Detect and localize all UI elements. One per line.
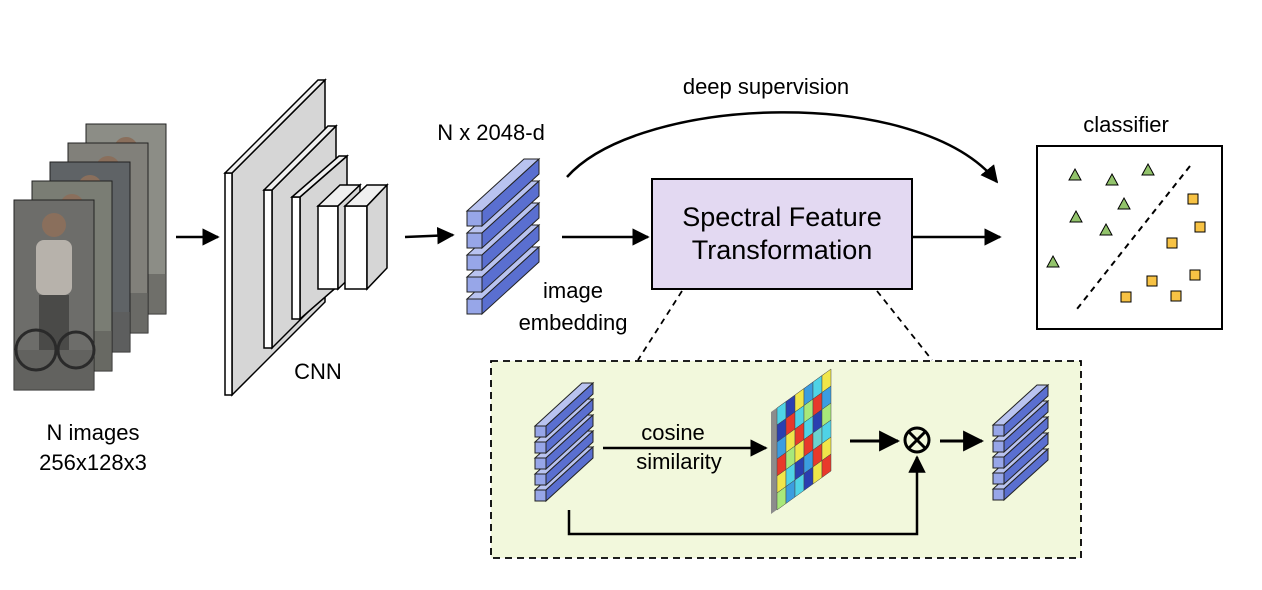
class-b-points <box>1120 193 1206 303</box>
class-b-point <box>1166 237 1178 249</box>
class-a-point <box>1141 162 1155 176</box>
sft-label-line1: Spectral Feature <box>682 202 882 232</box>
detail-connector-right <box>876 290 933 361</box>
feature-vector-bar <box>533 381 595 439</box>
embedding-stack <box>465 157 541 316</box>
class-a-point <box>1117 196 1131 210</box>
cosine-label: cosine <box>641 420 705 445</box>
class-a-points <box>1046 162 1155 268</box>
sft-label-line2: Transformation <box>692 235 873 265</box>
detail-output-stack <box>991 383 1050 502</box>
class-b-point <box>1187 193 1199 205</box>
input-image <box>13 199 96 391</box>
similarity-label: similarity <box>636 449 722 474</box>
detail-connector-left <box>637 290 683 361</box>
class-a-point <box>1046 254 1060 268</box>
class-b-point <box>1120 291 1132 303</box>
class-b-point <box>1194 221 1206 233</box>
deep-supervision-arrow <box>566 111 999 184</box>
class-b-point <box>1170 290 1182 302</box>
sft-box <box>651 178 913 290</box>
detail-input-stack <box>533 381 595 503</box>
decision-boundary <box>1076 165 1191 310</box>
embedding-label-line2: embedding <box>519 310 628 335</box>
input-size-label: 256x128x3 <box>39 450 147 475</box>
class-a-point <box>1068 167 1082 181</box>
skip-connection <box>567 455 926 536</box>
classifier-label: classifier <box>1083 112 1169 137</box>
cnn-backbone <box>223 78 389 397</box>
embedding-label-line1: image <box>543 278 603 303</box>
multiply-op-x2 <box>907 430 927 450</box>
class-a-point <box>1105 172 1119 186</box>
class-a-point <box>1099 222 1113 236</box>
class-b-point <box>1189 269 1201 281</box>
embedding-dim-label: N x 2048-d <box>437 120 545 145</box>
multiply-op-circle <box>903 426 931 454</box>
input-image-stack <box>13 123 167 391</box>
arrow-cnn-to-embedding <box>404 226 455 245</box>
cnn-label: CNN <box>294 359 342 384</box>
similarity-matrix <box>771 368 832 514</box>
similarity-cell <box>821 453 832 478</box>
class-a-point <box>1069 209 1083 223</box>
class-b-point <box>1146 275 1158 287</box>
feature-vector-bar <box>465 157 541 228</box>
feature-vector-bar <box>991 383 1050 438</box>
input-count-label: N images <box>47 420 140 445</box>
deep-supervision-label: deep supervision <box>683 74 849 99</box>
